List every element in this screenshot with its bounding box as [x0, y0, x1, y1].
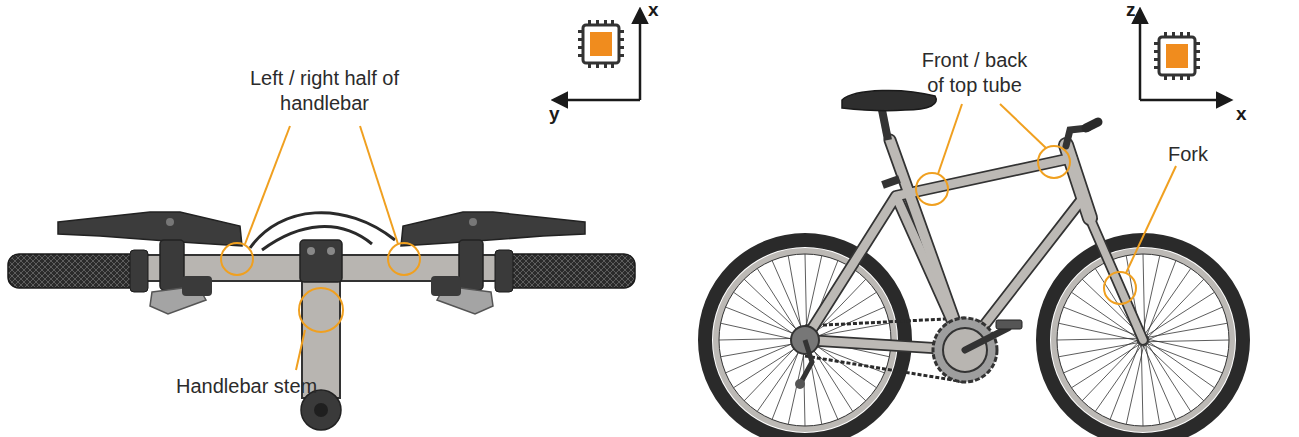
spoke — [726, 307, 802, 337]
spoke — [1095, 345, 1142, 412]
headset-bolt — [314, 403, 328, 417]
rear-derailleur — [800, 340, 812, 384]
fork-outline — [1088, 214, 1143, 340]
sensor-chip — [578, 20, 624, 68]
callout-label: Fork — [1168, 142, 1228, 167]
highlight-markers — [916, 104, 1176, 304]
highlight-circle — [388, 243, 420, 275]
callout-label: Front / back of top tube — [912, 48, 1037, 98]
highlight-circle — [221, 243, 253, 275]
fork-blade — [1088, 214, 1143, 340]
spoke — [1071, 344, 1140, 388]
saddle — [842, 90, 936, 110]
spoke — [1148, 307, 1222, 340]
highlight-circle — [1038, 146, 1070, 178]
spoke — [1146, 292, 1215, 336]
spoke — [1147, 323, 1227, 337]
axis-arrow — [1140, 99, 1230, 102]
pedal — [996, 320, 1022, 329]
spoke — [721, 323, 800, 341]
right-controls — [401, 212, 635, 314]
wheels — [705, 240, 1243, 437]
spoke — [1143, 345, 1176, 419]
spoke — [1146, 261, 1176, 337]
callout-label: Handlebar stem — [176, 374, 326, 399]
highlight-circle — [299, 288, 343, 332]
seat-tube — [890, 140, 965, 350]
spoke — [1143, 254, 1145, 335]
axis-arrow — [554, 99, 640, 102]
seat-post — [882, 110, 888, 140]
spoke — [757, 345, 804, 412]
axis-label: z — [1126, 0, 1146, 20]
spoke — [733, 292, 800, 339]
spoke — [788, 345, 806, 424]
leader-line — [938, 104, 962, 174]
axis-arrow — [639, 10, 642, 100]
axis-arrow — [1139, 10, 1142, 100]
left-controls — [8, 212, 242, 314]
highlight-circle — [1104, 272, 1136, 304]
leader-line — [1000, 104, 1046, 148]
callout-label: Left / right half of handlebar — [242, 66, 407, 116]
spoke — [772, 261, 805, 335]
spoke — [1148, 341, 1215, 388]
clamp-bolt — [307, 247, 315, 255]
spoke — [1147, 343, 1223, 373]
leader-line — [245, 126, 290, 244]
chain — [805, 318, 965, 326]
spoke — [1144, 268, 1191, 335]
spoke — [1146, 344, 1160, 424]
bike-grip — [1086, 122, 1098, 128]
spoke — [1059, 343, 1139, 357]
highlight-markers — [221, 126, 420, 370]
spoke — [805, 254, 807, 335]
spoke — [1141, 345, 1143, 426]
spoke — [1147, 343, 1191, 412]
clamp-bolt — [327, 247, 335, 255]
highlight-circle — [916, 173, 948, 205]
axis-label: x — [1236, 104, 1256, 124]
axis-label: y — [549, 104, 569, 124]
seat-tube-outline — [890, 140, 965, 350]
spoke — [1057, 338, 1138, 340]
leader-line — [296, 330, 305, 370]
sensor-chip — [1154, 32, 1200, 80]
crank-arm — [965, 328, 1008, 350]
leader-line — [360, 126, 398, 244]
spoke — [1148, 339, 1227, 357]
frame-outline — [805, 158, 1083, 350]
axis-label: x — [648, 0, 668, 20]
leader-line — [1126, 166, 1176, 273]
spoke — [1142, 256, 1160, 335]
spoke — [721, 343, 801, 357]
spoke — [1064, 340, 1138, 373]
stem-clamp — [300, 240, 342, 282]
spoke — [726, 340, 800, 373]
seat-clamp — [881, 175, 901, 189]
spoke — [719, 338, 800, 340]
spoke — [733, 344, 802, 388]
spoke — [1110, 344, 1140, 420]
spoke — [1059, 323, 1138, 341]
spoke — [1148, 340, 1229, 342]
handlebar-illustration — [8, 212, 635, 430]
spoke — [1126, 345, 1144, 424]
spoke — [757, 268, 801, 337]
derailleur-pulley — [795, 379, 805, 389]
frame-tubes — [805, 158, 1083, 350]
spoke — [788, 256, 802, 336]
spoke — [809, 343, 853, 412]
bicycle-illustration — [705, 90, 1243, 437]
